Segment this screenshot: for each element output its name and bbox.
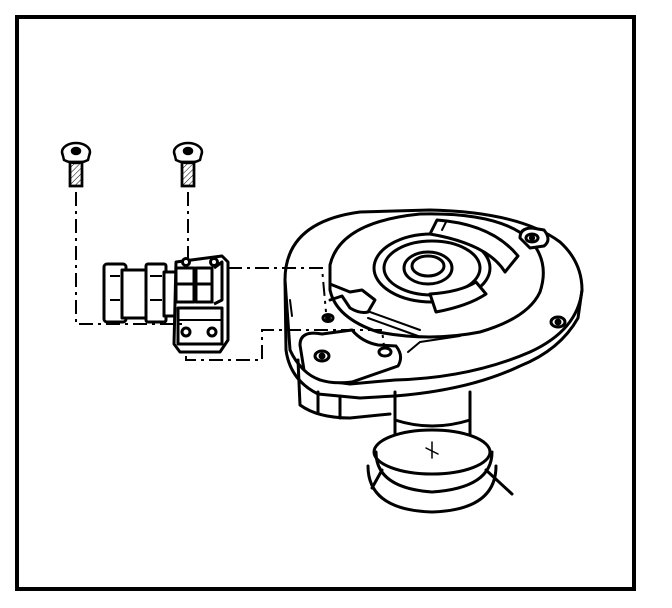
bracket-hole-bottom — [180, 326, 192, 338]
top-mount-guide — [228, 267, 327, 313]
left-screw — [60, 141, 92, 188]
bottom-mount-guide — [185, 329, 385, 361]
bracket-hole-top — [181, 257, 191, 267]
distributor-shaft — [366, 390, 514, 514]
mounting-ear — [298, 328, 403, 385]
alignment-lines — [75, 192, 385, 361]
bracket-module — [102, 254, 230, 354]
distributor-housing — [283, 208, 584, 514]
right-screw — [172, 141, 204, 188]
